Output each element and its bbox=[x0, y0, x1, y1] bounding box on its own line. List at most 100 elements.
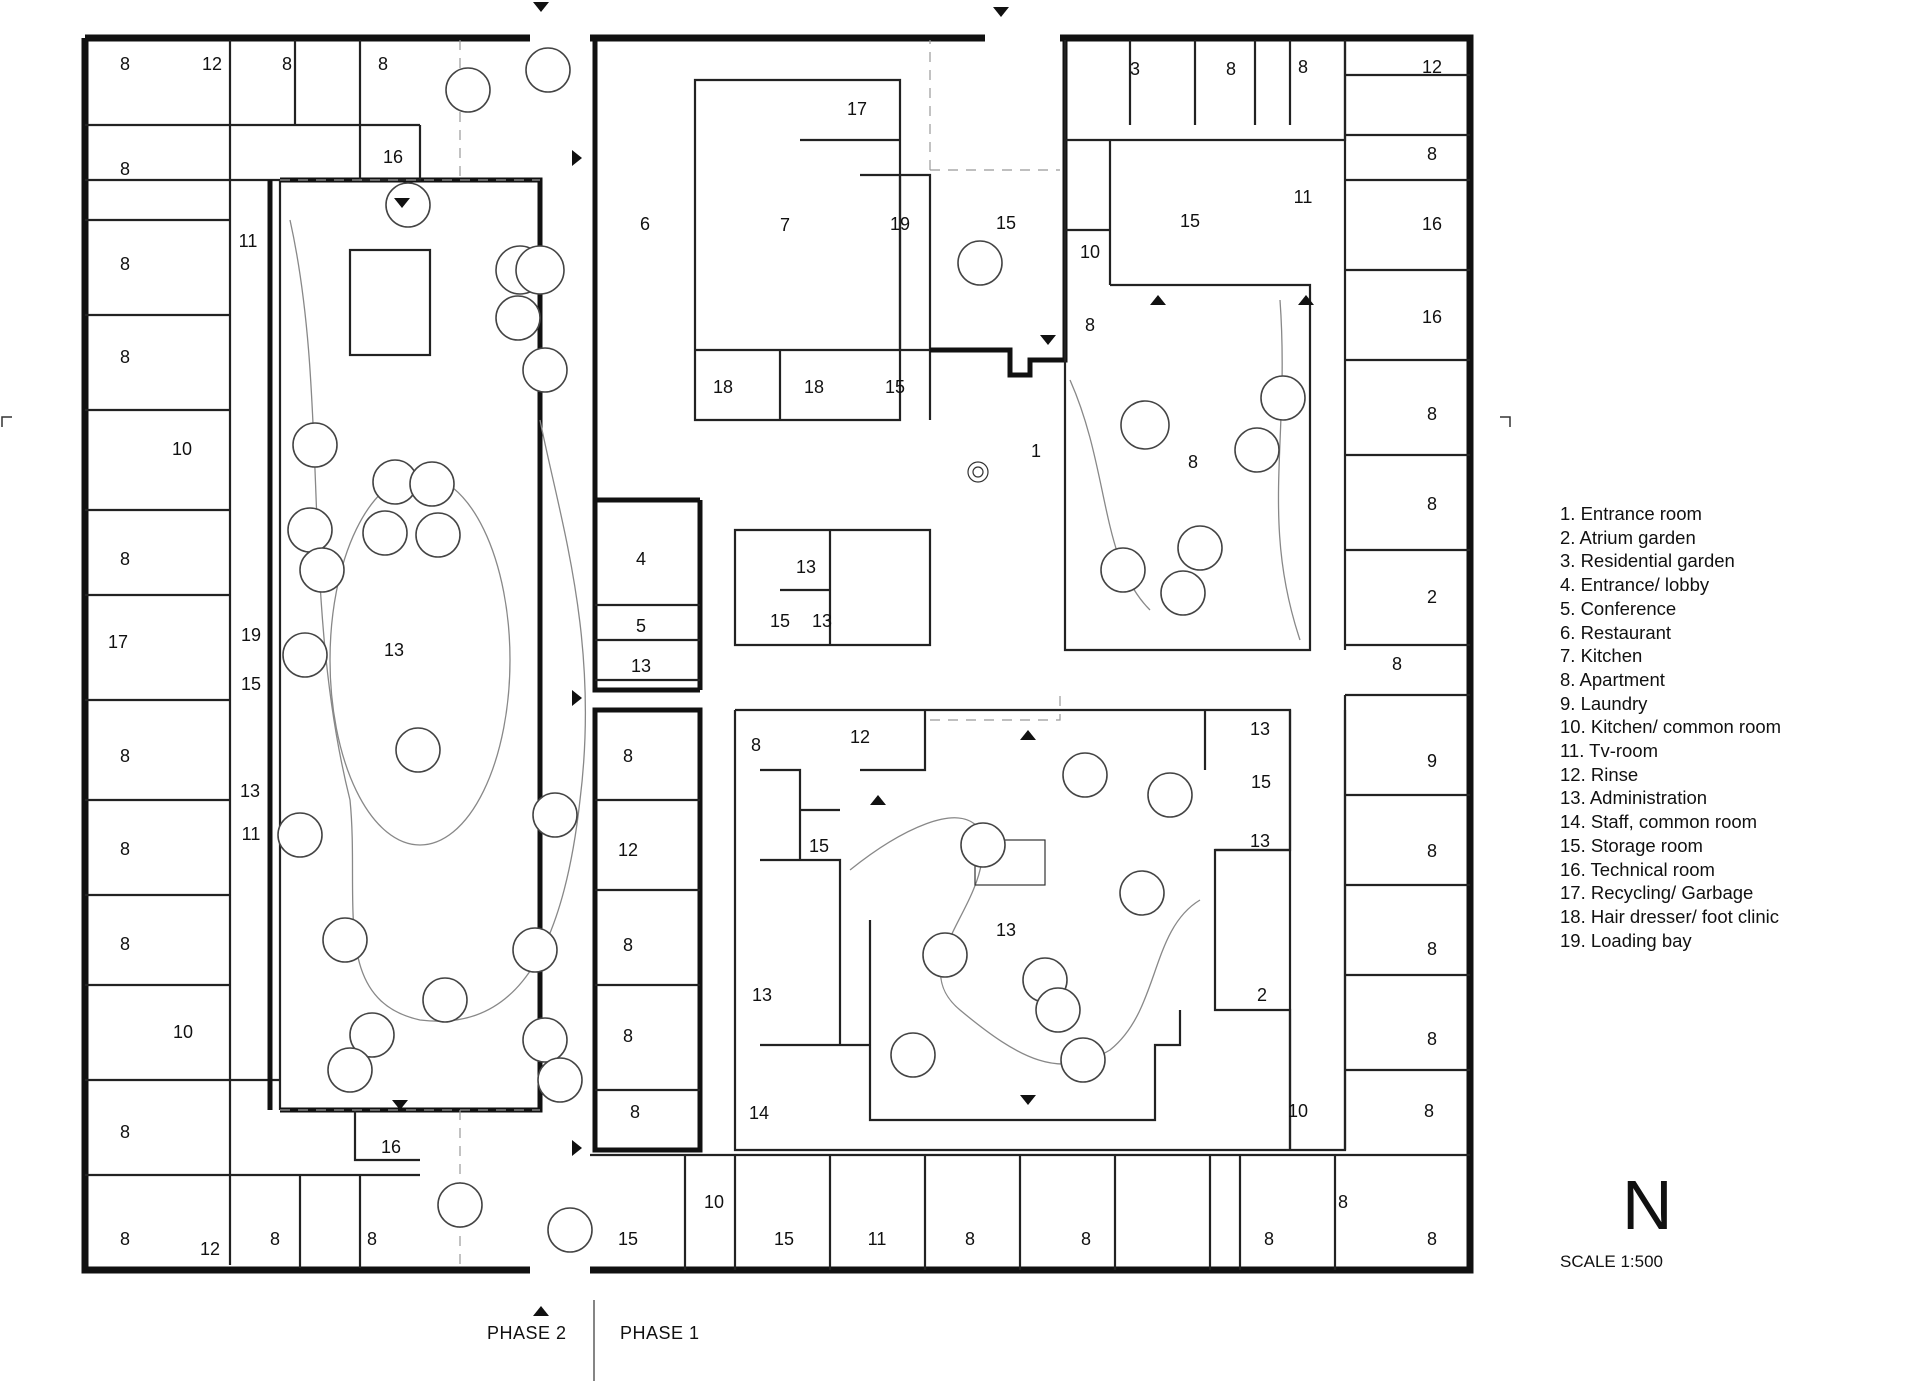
room-number-label: 16 bbox=[1422, 307, 1442, 327]
room-number-label: 11 bbox=[242, 824, 261, 844]
room-number-label: 13 bbox=[1250, 719, 1270, 739]
room-number-label: 8 bbox=[1427, 939, 1437, 959]
room-number-label: 8 bbox=[1085, 315, 1095, 335]
room-number-label: 4 bbox=[636, 549, 646, 569]
room-number-label: 8 bbox=[282, 54, 292, 74]
room-number-label: 13 bbox=[996, 920, 1016, 940]
room-number-label: 7 bbox=[780, 215, 790, 235]
room-number-label: 8 bbox=[378, 54, 388, 74]
room-number-label: 8 bbox=[1081, 1229, 1091, 1249]
room-number-label: 1 bbox=[1031, 441, 1041, 461]
room-number-label: 12 bbox=[200, 1239, 220, 1259]
room-number-label: 8 bbox=[120, 159, 130, 179]
legend-item: 10. Kitchen/ common room bbox=[1560, 716, 1782, 738]
room-number-label: 13 bbox=[631, 656, 651, 676]
interior-walls bbox=[85, 40, 1470, 1270]
legend-item: 17. Recycling/ Garbage bbox=[1560, 882, 1754, 904]
outer-walls bbox=[81, 34, 1474, 1274]
room-number-label: 8 bbox=[1427, 144, 1437, 164]
room-number-label: 8 bbox=[623, 935, 633, 955]
legend-item: 14. Staff, common room bbox=[1560, 811, 1758, 833]
room-number-label: 8 bbox=[120, 549, 130, 569]
room-number-label: 8 bbox=[965, 1229, 975, 1249]
room-number-label: 8 bbox=[120, 1122, 130, 1142]
room-number-label: 15 bbox=[774, 1229, 794, 1249]
legend-item: 2. Atrium garden bbox=[1560, 526, 1696, 548]
room-number-label: 8 bbox=[1264, 1229, 1274, 1249]
room-number-label: 5 bbox=[636, 616, 646, 636]
room-number-label: 8 bbox=[120, 1229, 130, 1249]
room-number-label: 11 bbox=[1294, 187, 1313, 207]
room-number-label: 15 bbox=[809, 836, 829, 856]
room-number-label: 8 bbox=[1427, 1029, 1437, 1049]
room-number-label: 15 bbox=[770, 611, 790, 631]
room-number-label: 15 bbox=[1180, 211, 1200, 231]
entrance-arrows bbox=[392, 2, 1314, 1316]
room-number-label: 12 bbox=[1422, 57, 1442, 77]
room-number-label: 8 bbox=[120, 254, 130, 274]
room-number-label: 16 bbox=[381, 1137, 401, 1157]
room-number-label: 6 bbox=[640, 214, 650, 234]
room-number-label: 8 bbox=[1427, 841, 1437, 861]
room-number-label: 8 bbox=[751, 735, 761, 755]
room-number-label: 15 bbox=[996, 213, 1016, 233]
room-number-label: 8 bbox=[367, 1229, 377, 1249]
room-number-label: 8 bbox=[1427, 404, 1437, 424]
room-number-label: 8 bbox=[630, 1102, 640, 1122]
room-number-label: 16 bbox=[383, 147, 403, 167]
legend-item: 7. Kitchen bbox=[1560, 645, 1643, 667]
room-number-label: 8 bbox=[1427, 494, 1437, 514]
room-number-label: 13 bbox=[812, 611, 832, 631]
section-markers bbox=[1, 416, 1511, 1381]
room-number-label: 8 bbox=[120, 347, 130, 367]
room-number-label: 13 bbox=[1250, 831, 1270, 851]
room-number-label: 10 bbox=[173, 1022, 193, 1042]
phase-1-label: PHASE 1 bbox=[620, 1323, 700, 1343]
room-number-label: 11 bbox=[239, 231, 258, 251]
room-number-label: 13 bbox=[796, 557, 816, 577]
legend-item: 15. Storage room bbox=[1560, 834, 1703, 856]
room-number-label: 10 bbox=[704, 1192, 724, 1212]
legend-item: 1. Entrance room bbox=[1560, 503, 1702, 524]
room-number-label: 19 bbox=[241, 625, 261, 645]
room-number-label: 18 bbox=[804, 377, 824, 397]
room-number-label: 15 bbox=[618, 1229, 638, 1249]
legend-item: 19. Loading bay bbox=[1560, 929, 1692, 951]
room-number-label: 8 bbox=[1424, 1101, 1434, 1121]
legend-item: 13. Administration bbox=[1560, 787, 1708, 809]
room-number-label: 8 bbox=[120, 54, 130, 74]
room-number-label: 15 bbox=[1251, 772, 1271, 792]
room-number-label: 19 bbox=[890, 214, 910, 234]
trees bbox=[277, 47, 1306, 1253]
room-number-label: 2 bbox=[1427, 587, 1437, 607]
room-number-label: 10 bbox=[172, 439, 192, 459]
room-number-label: 10 bbox=[1288, 1101, 1308, 1121]
legend-item: 18. Hair dresser/ foot clinic bbox=[1560, 905, 1780, 927]
room-number-label: 8 bbox=[120, 839, 130, 859]
room-number-label: 17 bbox=[108, 632, 128, 652]
room-number-label: 13 bbox=[240, 781, 260, 801]
room-number-label: 8 bbox=[1298, 57, 1308, 77]
legend-item: 6. Restaurant bbox=[1560, 621, 1672, 643]
room-number-label: 14 bbox=[749, 1103, 769, 1123]
room-number-label: 18 bbox=[713, 377, 733, 397]
legend-item: 11. Tv-room bbox=[1560, 740, 1659, 762]
scale-label: SCALE 1:500 bbox=[1560, 1252, 1664, 1271]
room-number-label: 13 bbox=[384, 640, 404, 660]
room-number-label: 8 bbox=[120, 746, 130, 766]
room-number-label: 8 bbox=[120, 934, 130, 954]
legend-item: 9. Laundry bbox=[1560, 692, 1648, 714]
legend-item: 4. Entrance/ lobby bbox=[1560, 574, 1710, 596]
room-number-label: 8 bbox=[1226, 59, 1236, 79]
garden-paths bbox=[289, 219, 1301, 1065]
room-number-label: 8 bbox=[270, 1229, 280, 1249]
room-number-label: 16 bbox=[1422, 214, 1442, 234]
room-number-label: 9 bbox=[1427, 751, 1437, 771]
room-number-label: 10 bbox=[1080, 242, 1100, 262]
room-number-label: 8 bbox=[1188, 452, 1198, 472]
room-number-label: 15 bbox=[241, 674, 261, 694]
room-number-label: 8 bbox=[1427, 1229, 1437, 1249]
room-number-label: 8 bbox=[623, 746, 633, 766]
